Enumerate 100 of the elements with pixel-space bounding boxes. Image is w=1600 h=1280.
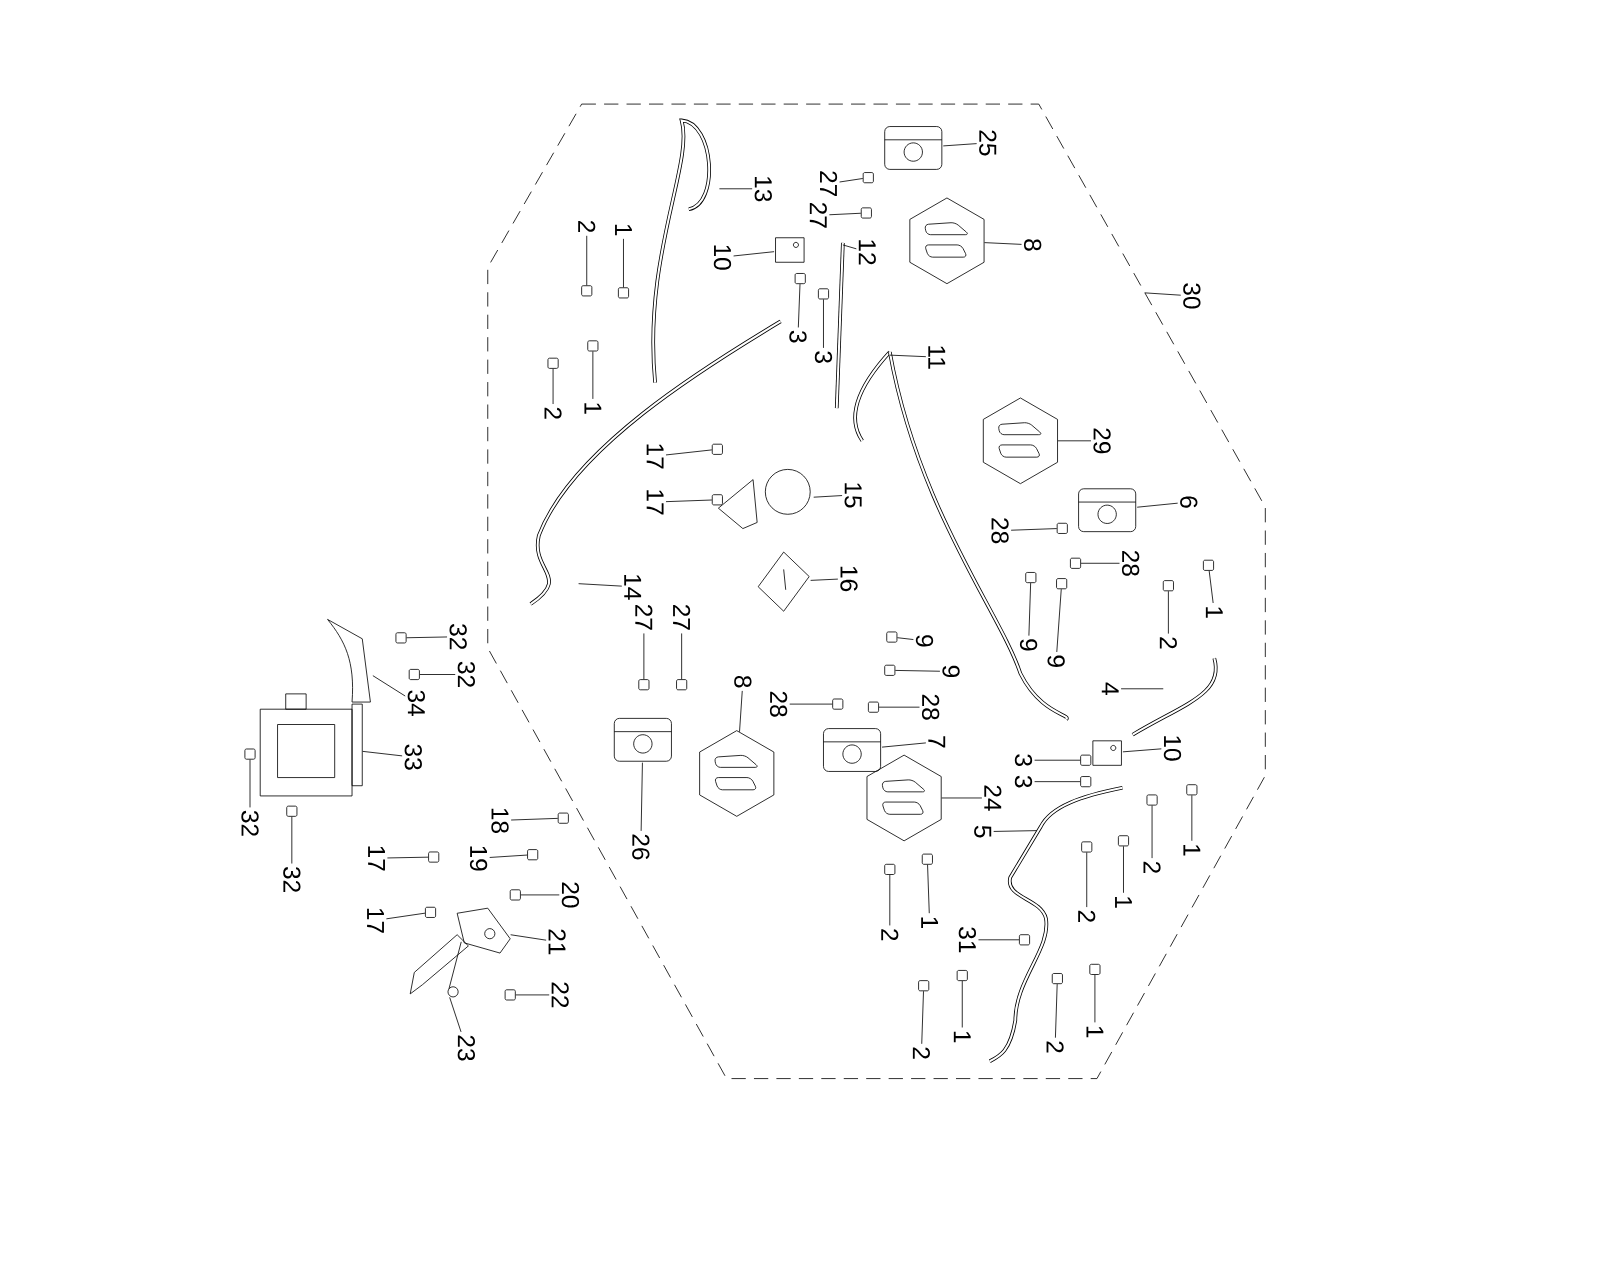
leader-line <box>921 991 924 1045</box>
callout-number: 32 <box>283 867 301 893</box>
fastener-icon <box>921 853 933 865</box>
leader-line <box>385 912 426 920</box>
leader-line <box>810 578 839 581</box>
leader-line <box>1086 852 1088 908</box>
leader-line <box>842 244 857 250</box>
leader-line <box>1123 846 1124 894</box>
leader-line <box>406 636 448 639</box>
callout-number: 31 <box>958 927 976 953</box>
fastener-icon <box>956 970 968 982</box>
leader-line <box>1122 748 1162 753</box>
fastener-icon <box>918 980 930 992</box>
fastener-icon <box>832 698 844 710</box>
leader-line <box>927 864 930 914</box>
leader-line <box>881 742 927 748</box>
fastener-icon <box>408 669 420 681</box>
caliper-drawing <box>823 728 882 773</box>
leader-line <box>520 894 560 896</box>
leader-line <box>1034 781 1081 783</box>
fastener-icon <box>676 679 688 691</box>
fastener-icon <box>1080 776 1092 788</box>
leader-line <box>643 633 645 680</box>
leader-line <box>291 816 293 865</box>
fastener-icon <box>1025 572 1037 584</box>
fastener-icon <box>638 679 650 691</box>
leader-line <box>878 706 920 708</box>
caliper-drawing <box>1078 488 1137 533</box>
leader-line <box>1010 528 1058 531</box>
leader-line <box>813 495 843 498</box>
fastener-icon <box>547 357 559 369</box>
control-unit-drawing <box>259 693 363 797</box>
callout-number: 18 <box>491 808 509 834</box>
leader-line <box>1208 570 1214 604</box>
callout-number: 28 <box>991 518 1009 544</box>
leader-line <box>372 675 406 697</box>
callout-number: 11 <box>928 346 946 369</box>
callout-number: 2 <box>1159 637 1177 649</box>
pedal-drawing <box>409 934 469 998</box>
caliper-drawing <box>884 126 943 170</box>
fastener-icon <box>711 444 723 455</box>
callout-number: 17 <box>646 490 664 515</box>
leader-line <box>828 213 862 216</box>
leader-line <box>1120 688 1164 690</box>
callout-number: 17 <box>368 846 385 871</box>
callout-number: 32 <box>457 662 475 688</box>
leader-line <box>739 690 743 733</box>
callout-number: 2 <box>912 1047 930 1059</box>
leader-line <box>894 670 941 672</box>
leader-line <box>578 583 623 587</box>
callout-number: 27 <box>820 171 838 197</box>
callout-number: 26 <box>632 834 650 860</box>
callout-number: 2 <box>544 407 562 420</box>
leader-line <box>387 856 429 859</box>
callout-number: 3 <box>814 351 833 364</box>
callout-number: 1 <box>1205 607 1223 619</box>
fastener-icon <box>884 665 896 677</box>
callout-number: 15 <box>844 483 862 508</box>
fastener-icon <box>617 287 629 299</box>
leader-line <box>586 235 588 286</box>
leader-line <box>733 251 775 257</box>
fastener-icon <box>886 631 898 643</box>
block-drawing <box>775 237 805 263</box>
fastener-icon <box>1070 557 1082 569</box>
leader-line <box>1080 563 1120 564</box>
fastener-icon <box>1056 523 1068 535</box>
leader-line <box>993 830 1038 833</box>
leader-line <box>1055 983 1058 1039</box>
fastener-icon <box>1051 973 1063 985</box>
callout-number: 2 <box>1046 1041 1064 1053</box>
leader-line <box>640 762 643 832</box>
callout-number: 27 <box>673 605 691 630</box>
pad-kit-hexagon <box>866 754 942 842</box>
leader-line <box>681 633 683 680</box>
pad-kit-hexagon <box>699 730 775 817</box>
leader-line <box>789 703 833 705</box>
callout-number: 30 <box>1183 283 1201 309</box>
fastener-icon <box>286 805 298 817</box>
leader-line <box>665 449 713 456</box>
leader-line <box>839 178 864 183</box>
leader-line <box>665 499 713 503</box>
fastener-icon <box>862 172 874 184</box>
fastener-icon <box>711 494 723 506</box>
fastener-icon <box>1056 578 1068 590</box>
fastener-icon <box>794 273 806 285</box>
block-drawing <box>1092 740 1122 766</box>
callout-number: 24 <box>984 785 1002 812</box>
leader-line <box>1034 760 1081 761</box>
fastener-icon <box>395 632 407 644</box>
leader-line <box>515 994 550 996</box>
fastener-icon <box>1080 754 1092 766</box>
fastener-icon <box>867 701 879 713</box>
leader-line <box>623 238 624 288</box>
leader-line <box>249 759 251 809</box>
callout-number: 4 <box>1101 682 1119 696</box>
leader-line <box>719 188 753 190</box>
callout-number: 3 <box>789 331 807 343</box>
fastener-icon <box>1146 794 1158 806</box>
leader-line <box>978 939 1020 941</box>
fastener-icon <box>428 851 440 863</box>
